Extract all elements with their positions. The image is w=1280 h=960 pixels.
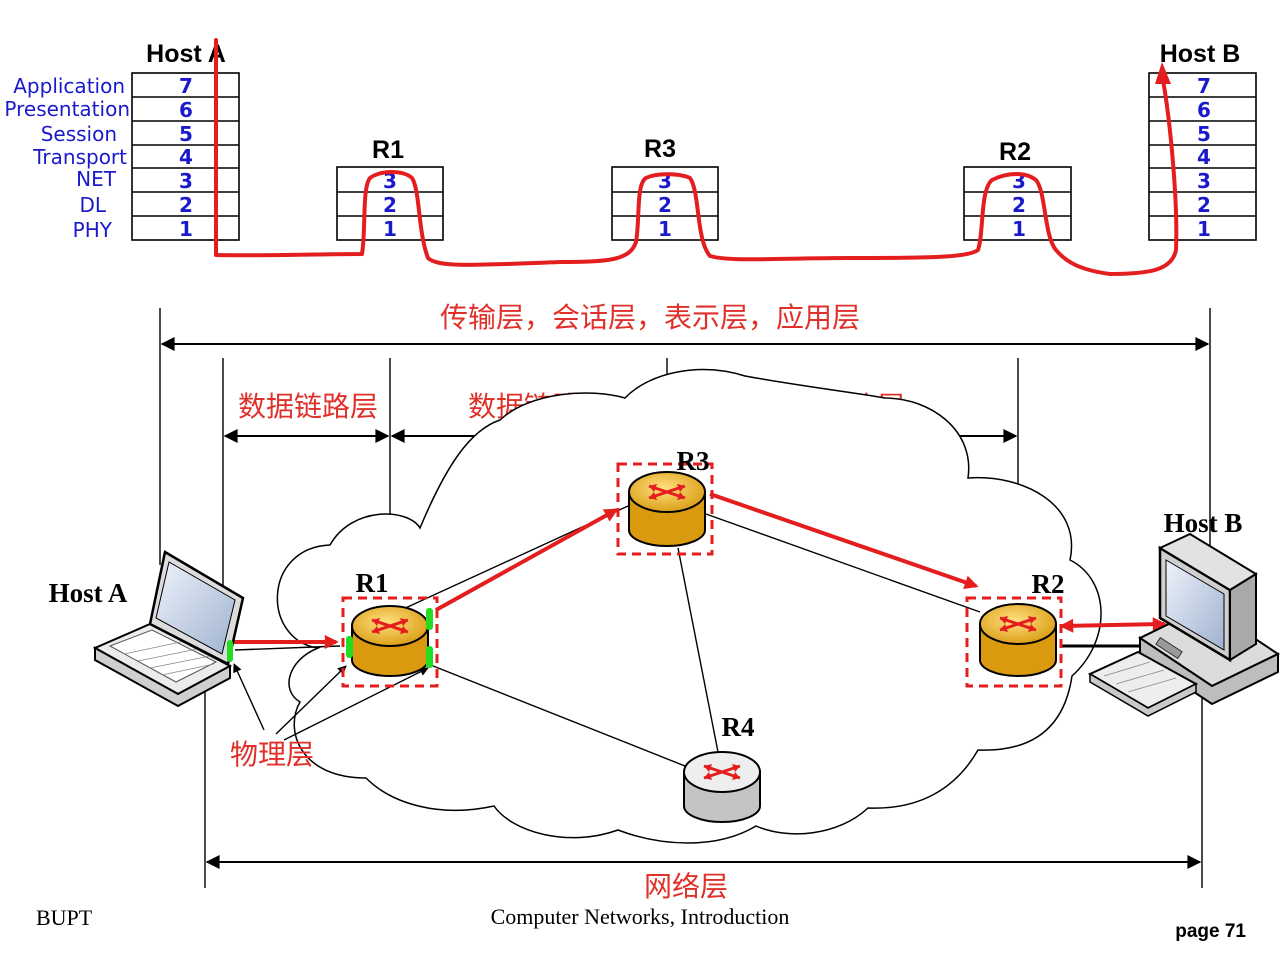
page-number: page 71 [1175, 921, 1246, 942]
desktop-host-b-icon [1087, 532, 1280, 717]
stack-host-b-label: Host B [1160, 40, 1241, 68]
stack-host-a-layer-3: 3 [179, 169, 193, 193]
stack-host-a-layer-4: 4 [179, 145, 193, 169]
host-b-network-label: Host B [1164, 508, 1243, 538]
host-a-interface-icon [227, 640, 233, 662]
stack-host-b-box [1148, 72, 1257, 241]
stack-host-b-layer-6: 6 [1197, 98, 1211, 122]
r4-network-label: R4 [722, 712, 755, 742]
stack-r2-layer-2: 2 [1012, 193, 1026, 217]
stack-host-a-layer-1: 1 [179, 217, 193, 241]
stack-r3-layer-2: 2 [658, 193, 672, 217]
laptop-host-a-icon [92, 550, 245, 708]
stack-r1-layer-3: 3 [383, 169, 397, 193]
layer-name-transport: Transport [32, 145, 127, 169]
stack-host-b-layer-1: 1 [1197, 217, 1211, 241]
stack-host-b-layer-5: 5 [1197, 122, 1211, 146]
stack-r3: R3 3 2 1 [611, 135, 719, 241]
layer-name-session: Session [41, 122, 117, 146]
layer-name-phy: PHY [73, 218, 113, 242]
router-r1-icon [341, 596, 439, 688]
layer-name-net: NET [76, 167, 117, 191]
r2-network-label: R2 [1032, 569, 1065, 599]
r3-network-label: R3 [677, 446, 710, 476]
stack-r3-layer-1: 1 [658, 217, 672, 241]
router-r2-icon [965, 596, 1063, 688]
footer-center: Computer Networks, Introduction [491, 904, 790, 929]
stack-r1-box [336, 166, 444, 241]
data-path-line [214, 38, 1179, 276]
stack-host-a-layer-2: 2 [179, 193, 193, 217]
stack-r2-layer-1: 1 [1012, 217, 1026, 241]
stack-host-a-box [131, 72, 240, 241]
host-a-network-label: Host A [49, 578, 128, 608]
stack-host-b-layer-2: 2 [1197, 193, 1211, 217]
stack-host-b-layer-3: 3 [1197, 169, 1211, 193]
stack-r1-layer-2: 2 [383, 193, 397, 217]
physical-layer-label: 物理层 [230, 738, 314, 771]
stack-host-a-layer-7: 7 [179, 74, 193, 98]
stack-host-a-layer-6: 6 [179, 98, 193, 122]
stack-host-b: Host B 7 6 5 4 3 2 1 [1148, 40, 1257, 241]
span-network-label: 网络层 [644, 870, 728, 903]
layer-name-presentation: Presentation [4, 97, 130, 121]
stack-r1-layer-1: 1 [383, 217, 397, 241]
layer-names: Application Presentation Session Transpo… [4, 74, 130, 242]
span-datalink-1-label: 数据链路层 [238, 390, 378, 423]
router-r3-icon [616, 462, 714, 556]
stack-r3-label: R3 [644, 135, 676, 163]
stack-host-b-layer-4: 4 [1197, 145, 1211, 169]
router-r4-icon [683, 751, 761, 823]
footer-left: BUPT [36, 905, 93, 930]
layer-name-application: Application [13, 74, 125, 98]
stack-host-a: Host A 7 6 5 4 3 2 1 [131, 40, 240, 241]
stack-host-a-label: Host A [146, 40, 226, 68]
layer-name-dl: DL [79, 193, 106, 217]
stack-r2-box [963, 166, 1072, 241]
physical-layer-pointers [233, 663, 429, 741]
stack-r1: R1 3 2 1 [336, 136, 444, 241]
stack-r2-label: R2 [999, 138, 1031, 166]
span-upper-layers-label: 传输层，会话层，表示层，应用层 [440, 301, 860, 334]
stack-host-b-layer-7: 7 [1197, 74, 1211, 98]
stack-host-a-layer-5: 5 [179, 122, 193, 146]
data-path-arrowhead [1155, 62, 1171, 84]
stack-r3-box [611, 166, 719, 241]
r1-network-label: R1 [356, 568, 389, 598]
stack-r1-label: R1 [372, 136, 404, 164]
traffic-arrows [232, 492, 1167, 649]
